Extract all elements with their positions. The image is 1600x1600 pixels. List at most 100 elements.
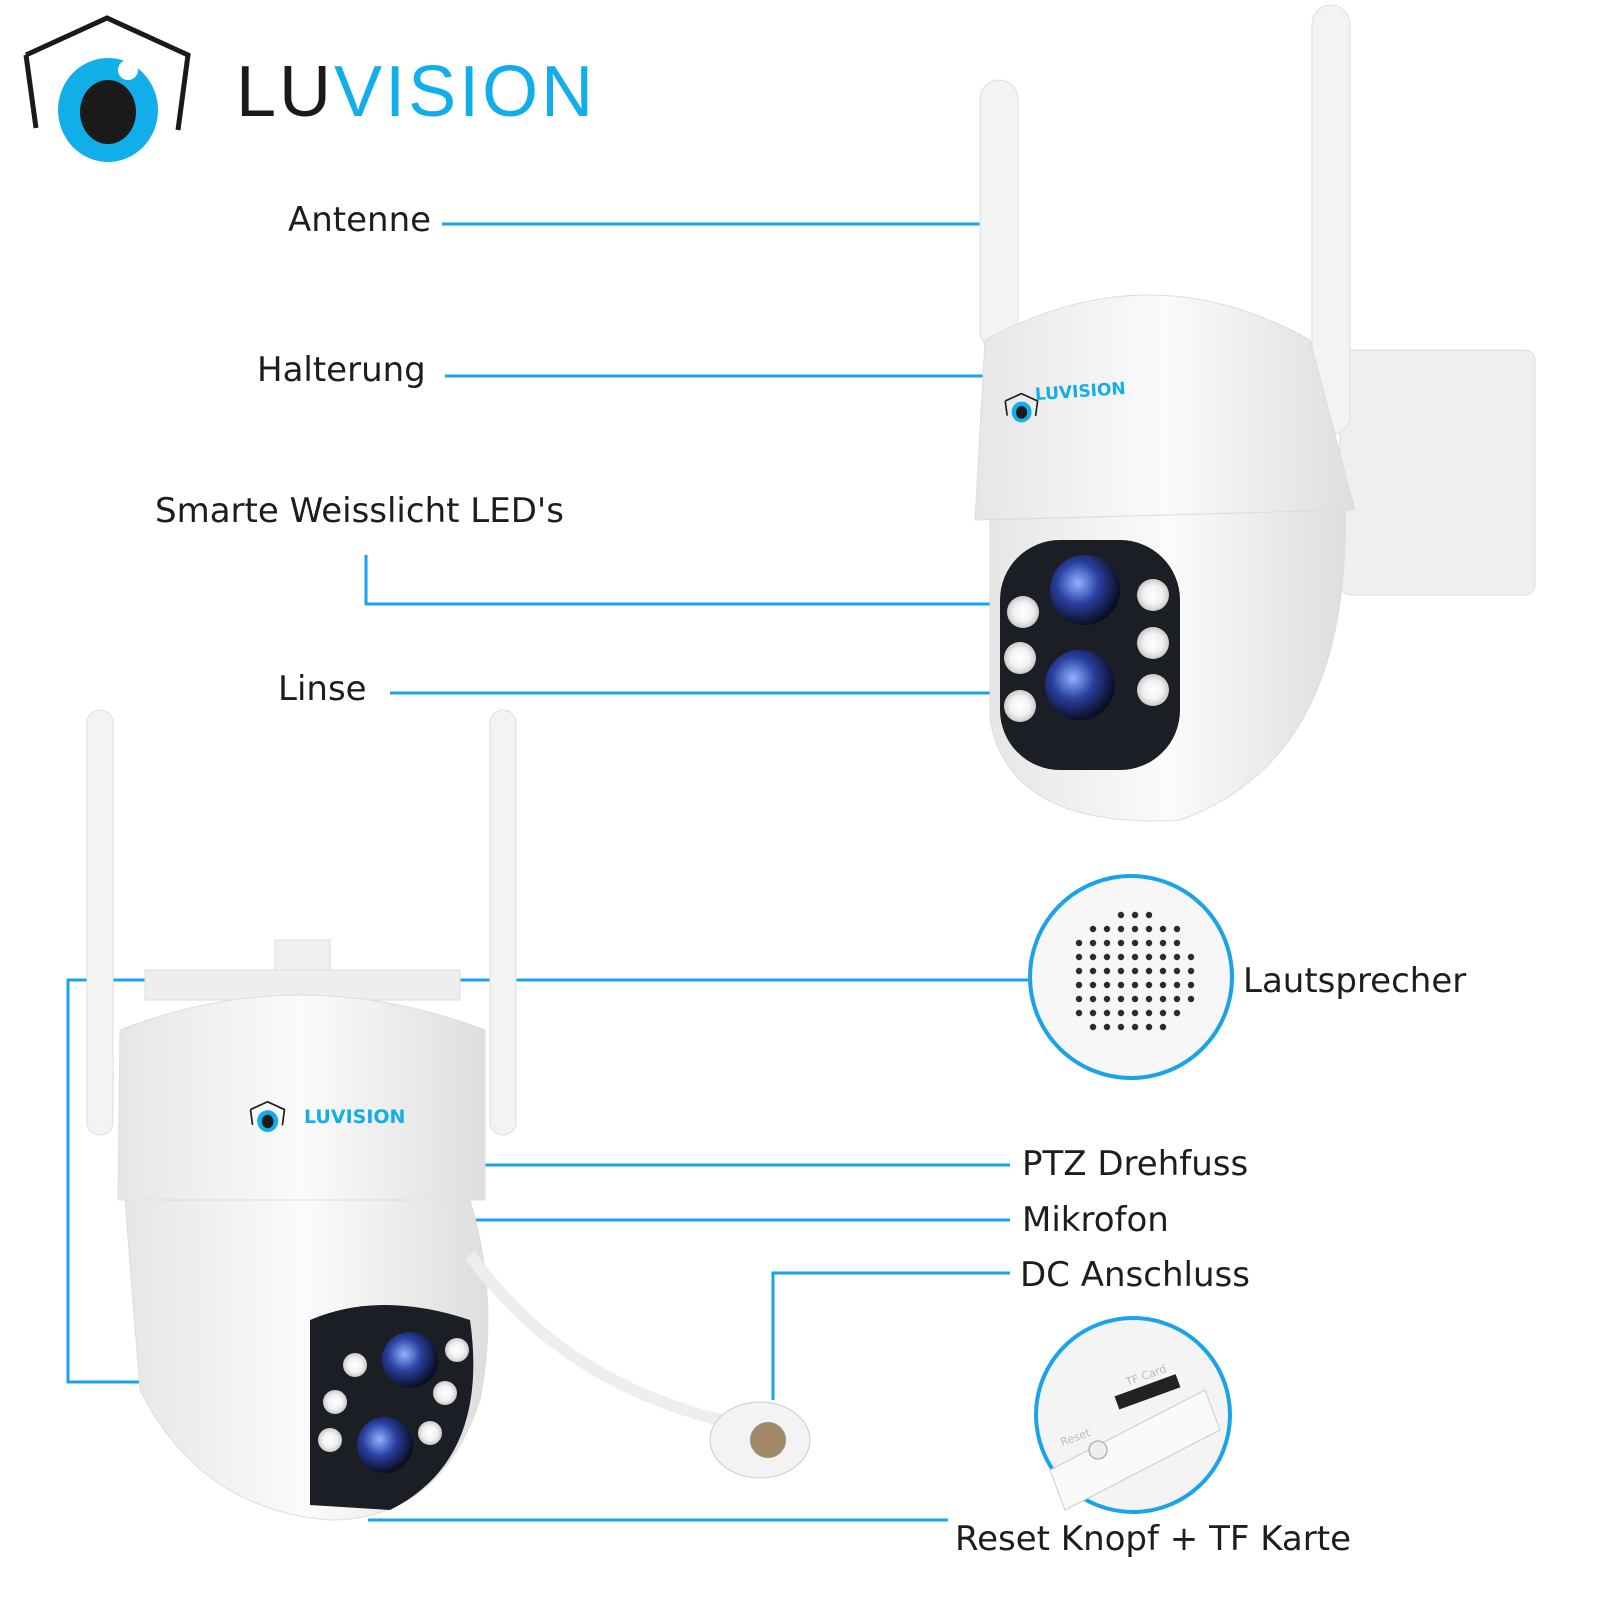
speaker-hole	[1131, 967, 1139, 975]
speaker-hole	[1089, 981, 1097, 989]
antenna-left	[979, 79, 1019, 351]
speaker-hole	[1089, 925, 1097, 933]
reset-tf-inset	[1034, 1316, 1232, 1514]
camera-front-view	[974, 4, 1536, 822]
speaker-hole	[1117, 939, 1125, 947]
speaker-hole	[1159, 1009, 1167, 1017]
speaker-hole	[1075, 995, 1083, 1003]
camera-logo-icon	[249, 1100, 286, 1133]
speaker-hole	[1103, 1023, 1111, 1031]
speaker-hole	[1131, 981, 1139, 989]
speaker-hole	[1117, 995, 1125, 1003]
speaker-hole	[1131, 953, 1139, 961]
camera-logo-text-2: LUVISION	[304, 1106, 406, 1128]
speaker-hole	[1117, 1009, 1125, 1017]
label-mount: Halterung	[257, 350, 426, 390]
speaker-hole	[1089, 1009, 1097, 1017]
speaker-hole	[1187, 981, 1195, 989]
speaker-hole	[1075, 953, 1083, 961]
speaker-hole	[1075, 1009, 1083, 1017]
logo-shield-icon	[23, 15, 191, 162]
speaker-hole	[1173, 925, 1181, 933]
speaker-hole	[1117, 925, 1125, 933]
speaker-hole	[1145, 953, 1153, 961]
speaker-hole	[1159, 981, 1167, 989]
speaker-hole	[1103, 925, 1111, 933]
speaker-hole	[1159, 925, 1167, 933]
dc-line	[771, 1271, 1010, 1400]
speaker-hole	[1159, 1023, 1167, 1031]
speaker-hole	[1103, 967, 1111, 975]
label-microphone: Mikrofon	[1022, 1200, 1169, 1240]
speaker-hole	[1145, 967, 1153, 975]
speaker-hole	[1187, 995, 1195, 1003]
speaker-hole	[1145, 1023, 1153, 1031]
speaker-hole	[1131, 911, 1139, 919]
speaker-hole	[1117, 953, 1125, 961]
speaker-grill-icon	[1075, 911, 1195, 1031]
speaker-hole	[1173, 981, 1181, 989]
speaker-hole	[1117, 911, 1125, 919]
speaker-hole	[1075, 939, 1083, 947]
speaker-inset	[1028, 874, 1234, 1080]
speaker-hole	[1145, 1009, 1153, 1017]
speaker-hole	[1131, 939, 1139, 947]
label-reset: Reset Knopf + TF Karte	[955, 1519, 1351, 1559]
camera-side-view	[86, 709, 811, 1521]
microphone-line	[416, 1218, 1010, 1265]
speaker-hole	[1187, 967, 1195, 975]
speaker-hole	[1075, 967, 1083, 975]
label-antenna: Antenne	[288, 200, 432, 240]
speaker-hole	[1145, 981, 1153, 989]
camera-logo-icon	[1004, 392, 1039, 423]
label-dc: DC Anschluss	[1020, 1255, 1250, 1295]
speaker-hole	[1089, 939, 1097, 947]
label-ptz: PTZ Drehfuss	[1022, 1144, 1249, 1184]
speaker-hole	[1089, 967, 1097, 975]
antenna-left	[86, 709, 114, 1136]
label-leds: Smarte Weisslicht LED's	[155, 491, 564, 531]
speaker-hole	[1173, 967, 1181, 975]
reset-button-icon	[1088, 1440, 1108, 1460]
speaker-hole	[1159, 995, 1167, 1003]
speaker-hole	[1103, 1009, 1111, 1017]
speaker-hole	[1173, 939, 1181, 947]
speaker-hole	[1145, 925, 1153, 933]
wall-mount	[1339, 349, 1536, 596]
speaker-hole	[1131, 1009, 1139, 1017]
speaker-hole	[1145, 939, 1153, 947]
speaker-hole	[1145, 911, 1153, 919]
brand-part-accent: VISION	[334, 52, 597, 132]
speaker-hole	[1075, 981, 1083, 989]
label-speaker: Lautsprecher	[1243, 961, 1467, 1001]
speaker-hole	[1159, 953, 1167, 961]
speaker-hole	[1159, 939, 1167, 947]
brand-wordmark: LUVISION	[236, 56, 596, 128]
led-line	[364, 555, 1015, 606]
speaker-hole	[1103, 995, 1111, 1003]
speaker-hole	[1117, 1023, 1125, 1031]
brand-part-dark: LU	[236, 52, 335, 132]
speaker-hole	[1089, 953, 1097, 961]
speaker-hole	[1173, 953, 1181, 961]
antenna-right	[489, 709, 517, 1136]
speaker-hole	[1131, 925, 1139, 933]
speaker-hole	[1173, 995, 1181, 1003]
speaker-hole	[1103, 939, 1111, 947]
speaker-hole	[1117, 981, 1125, 989]
tf-slot	[1114, 1374, 1181, 1410]
speaker-hole	[1103, 981, 1111, 989]
speaker-hole	[1159, 967, 1167, 975]
speaker-hole	[1089, 995, 1097, 1003]
speaker-hole	[1131, 995, 1139, 1003]
speaker-hole	[1117, 967, 1125, 975]
speaker-hole	[1187, 953, 1195, 961]
speaker-hole	[1173, 1009, 1181, 1017]
speaker-line	[66, 978, 1030, 1384]
speaker-hole	[1103, 953, 1111, 961]
speaker-hole	[1131, 1023, 1139, 1031]
speaker-hole	[1089, 1023, 1097, 1031]
label-lens: Linse	[278, 669, 367, 709]
